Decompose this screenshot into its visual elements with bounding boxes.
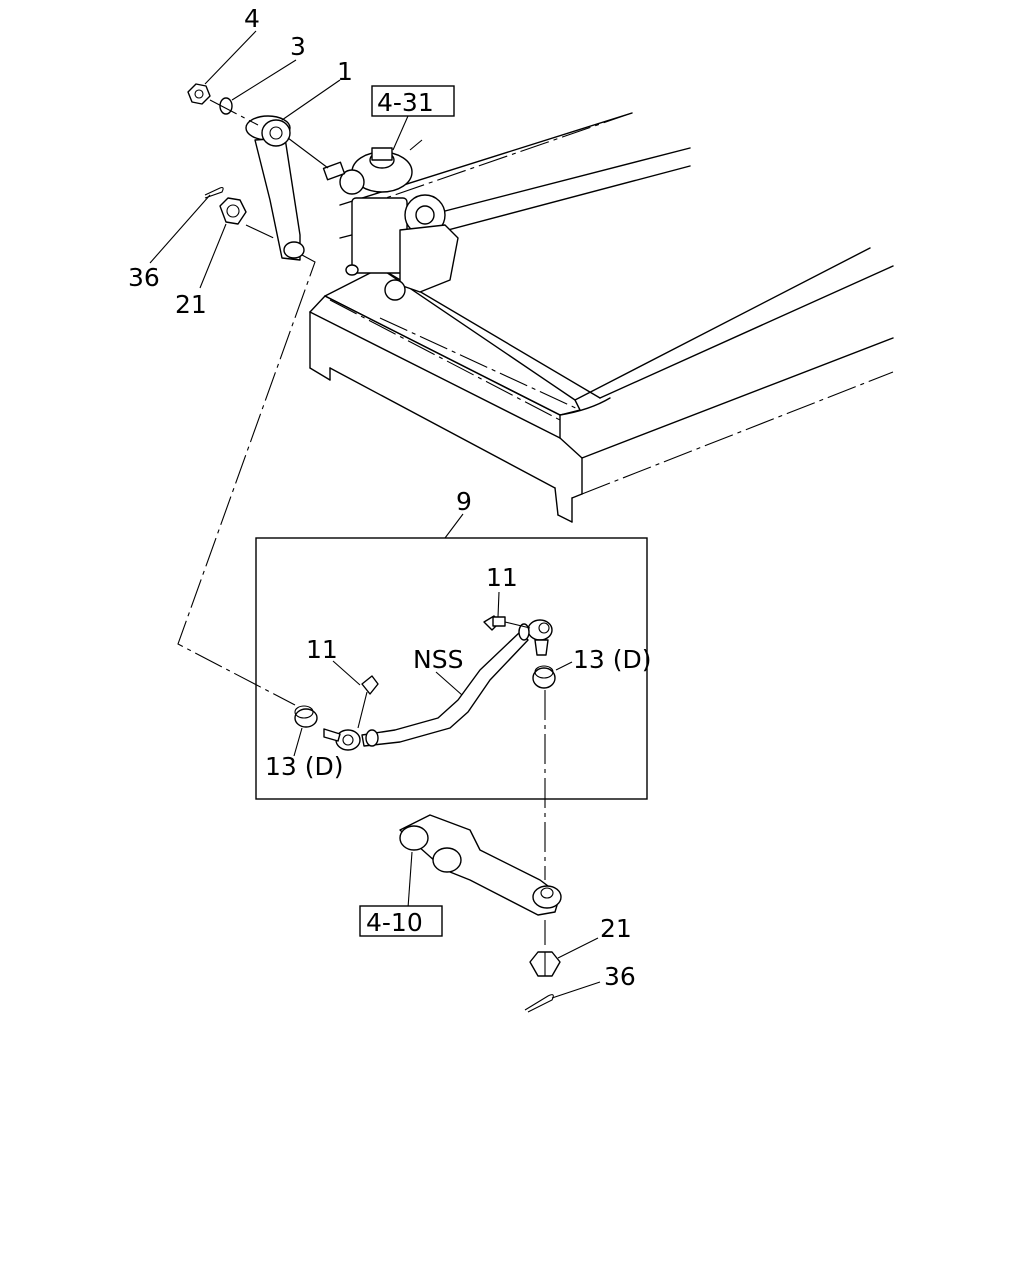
pitman-arm [245, 115, 329, 261]
castle-nut-21-top [219, 197, 247, 225]
knuckle-arm [399, 814, 562, 916]
cotter-pin-36-bottom [524, 994, 554, 1013]
callout-1: 1 [337, 57, 353, 86]
callout-13-left: 13 (D) [265, 752, 344, 781]
callout-3: 3 [290, 32, 306, 61]
castle-nut-21-bottom [529, 951, 561, 977]
callout-21-bottom: 21 [600, 914, 632, 943]
callout-4: 4 [244, 4, 260, 33]
ref-4-31-label: 4-31 [377, 88, 434, 117]
cotter-pin-36-top [204, 186, 224, 199]
grease-nipple-11-left [357, 675, 379, 729]
callout-11-right: 11 [486, 563, 518, 592]
callout-9: 9 [456, 487, 472, 516]
callout-36-top: 36 [128, 263, 160, 292]
grease-nipple-11-right [483, 615, 531, 631]
dust-cover-13-left [294, 705, 318, 728]
steering-gear-box [322, 139, 459, 301]
nut-4 [187, 83, 211, 105]
drag-link-rod [323, 619, 553, 751]
drag-link-assembly-box [255, 537, 648, 800]
ref-4-10-label: 4-10 [366, 908, 423, 937]
callout-11-left: 11 [306, 635, 338, 664]
callout-21-top: 21 [175, 290, 207, 319]
callout-13-right: 13 (D) [573, 645, 652, 674]
dust-cover-13-right [532, 665, 556, 689]
nss-label: NSS [413, 645, 463, 674]
callout-36-bottom: 36 [604, 962, 636, 991]
ref-box-arm [359, 905, 443, 937]
ref-box-gear [371, 85, 455, 117]
